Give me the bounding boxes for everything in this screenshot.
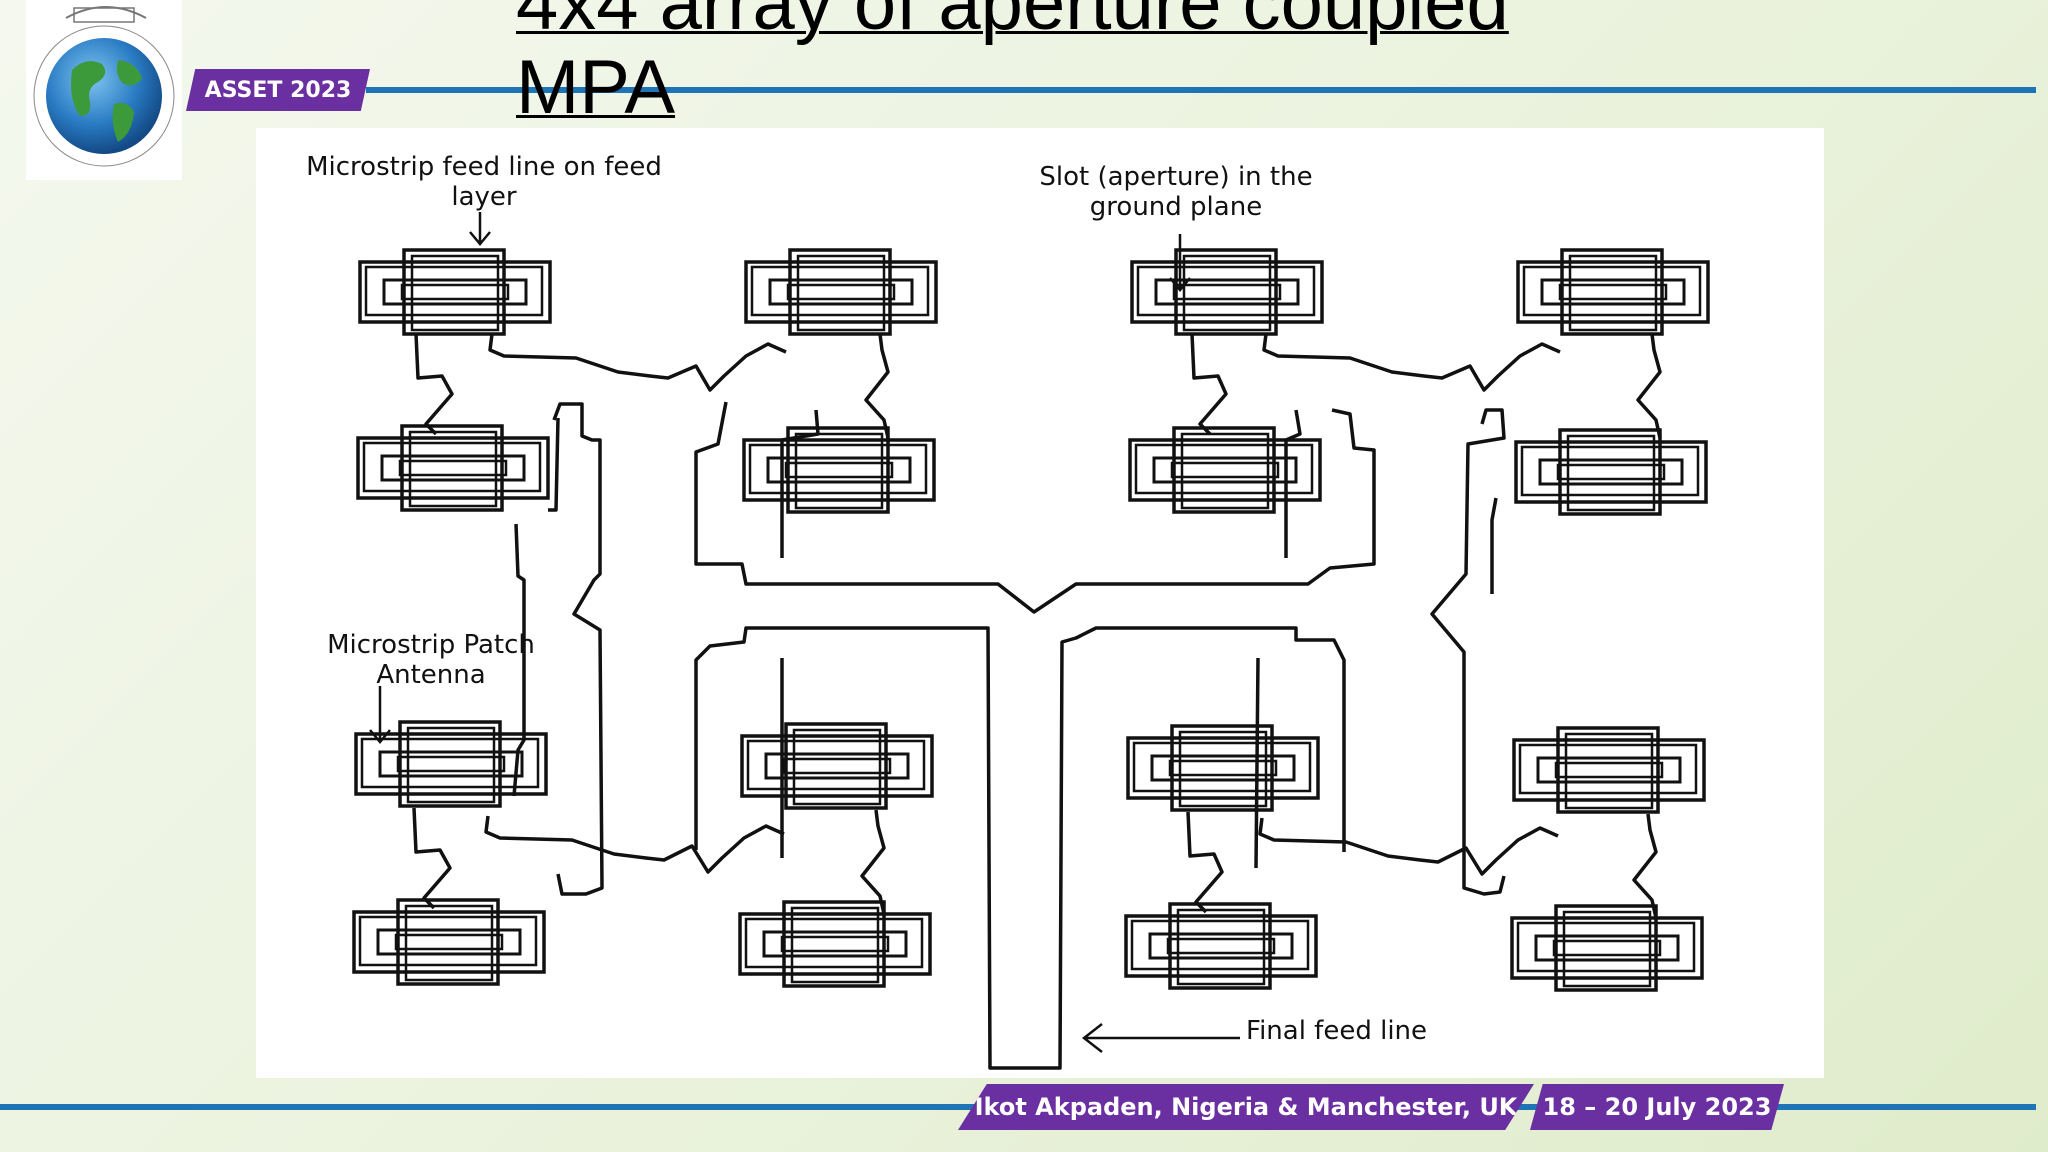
patch-element-r4c3: [1124, 902, 1318, 990]
footer-location-badge: Ikot Akpaden, Nigeria & Manchester, UK: [958, 1084, 1534, 1130]
patch-element-r3c3: [1126, 724, 1320, 812]
patch-element-r2c2: [742, 426, 936, 514]
patch-element-r1c1: [358, 248, 552, 336]
patch-element-r2c4: [1514, 428, 1708, 516]
footer-dates: 18 – 20 July 2023: [1542, 1093, 1772, 1121]
slide-title: 4x4 array of aperture coupled MPA: [516, 0, 1509, 130]
logo: [26, 0, 182, 180]
label-final-feed: Final feed line: [1246, 1016, 1428, 1046]
antenna-array-diagram: Microstrip feed line on feed layer Slot …: [256, 128, 1824, 1078]
patch-element-r2c1: [356, 424, 550, 512]
array-schematic: [352, 212, 1710, 1070]
header-line: [366, 87, 2036, 93]
feed-network: [412, 333, 1662, 1070]
patch-element-r3c2: [740, 722, 934, 810]
patch-element-r3c4: [1512, 726, 1706, 814]
label-slot: Slot (aperture) in the ground plane: [1039, 162, 1313, 222]
footer-location: Ikot Akpaden, Nigeria & Manchester, UK: [974, 1093, 1518, 1121]
slot-arrow: [1169, 234, 1191, 292]
label-patch: Microstrip Patch Antenna: [327, 630, 535, 690]
patch-arrow: [369, 686, 391, 744]
annotation-arrows: [369, 212, 1240, 1053]
patch-element-r1c3: [1130, 248, 1324, 336]
patch-element-r4c2: [738, 900, 932, 988]
globe-logo-icon: [33, 6, 175, 167]
label-feed-line: Microstrip feed line on feed layer: [306, 152, 662, 212]
final-feed-arrow: [1081, 1023, 1240, 1053]
patch-element-r1c4: [1516, 248, 1710, 336]
feed-line-arrow: [469, 212, 491, 246]
patch-element-r4c1: [352, 898, 546, 986]
conference-badge: ASSET 2023: [186, 69, 370, 111]
patch-element-r4c4: [1510, 904, 1704, 992]
conference-badge-label: ASSET 2023: [204, 77, 352, 103]
patch-element-r2c3: [1128, 426, 1322, 514]
footer-dates-badge: 18 – 20 July 2023: [1530, 1084, 1784, 1130]
patch-element-r1c2: [744, 248, 938, 336]
